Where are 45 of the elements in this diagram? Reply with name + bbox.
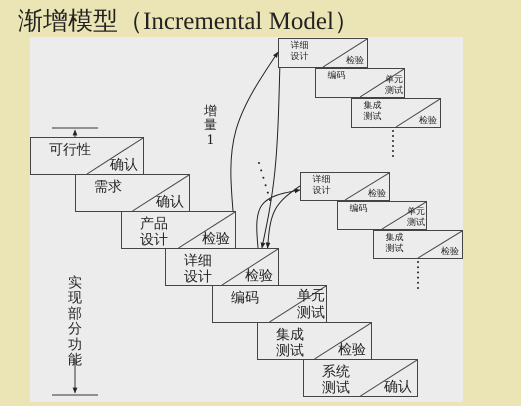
process-box <box>303 359 418 397</box>
check-step: 确认 <box>370 378 412 395</box>
check-step: 检验 <box>358 188 386 200</box>
process-box <box>337 201 427 230</box>
check-step: 检验 <box>324 342 366 358</box>
check-step: 检验 <box>336 56 364 66</box>
process-box <box>315 68 405 98</box>
process-box <box>300 172 390 201</box>
stage-name: 产品设计 <box>140 216 168 248</box>
stage-name: 编码 <box>328 71 347 82</box>
stage-name: 需求 <box>94 178 124 195</box>
arrow <box>230 52 278 212</box>
check-step: 单元测试 <box>297 288 325 321</box>
process-box <box>351 98 441 128</box>
arrow <box>266 185 300 249</box>
stage-name: 详细设计 <box>184 252 212 285</box>
check-step: 单元测试 <box>385 75 403 96</box>
stage-name: 编码 <box>231 290 260 306</box>
vertical-label: 增量1 <box>204 105 217 148</box>
title: 渐增模型（Incremental Model） <box>18 7 359 37</box>
arrow <box>256 188 301 248</box>
stage-name: 系统测试 <box>322 364 350 396</box>
stage-name: 可行性 <box>49 142 92 158</box>
check-step: 检验 <box>188 230 230 247</box>
process-box <box>165 248 279 286</box>
check-step: 检验 <box>432 246 459 258</box>
stage-name: 详细设计 <box>312 175 331 196</box>
check-step: 确认 <box>142 194 184 210</box>
check-step: 检验 <box>231 268 274 284</box>
stage-name: 集成测试 <box>276 326 304 359</box>
check-step: 确认 <box>96 156 138 173</box>
process-box <box>75 174 190 212</box>
process-box <box>212 285 327 323</box>
stage-name: 集成测试 <box>364 101 382 122</box>
process-box <box>257 322 372 360</box>
stage-name: 集成测试 <box>386 233 404 254</box>
process-box <box>30 137 144 175</box>
process-box <box>373 230 463 259</box>
stage-name: 详细设计 <box>290 41 309 62</box>
vertical-label: 实现部分功能 <box>68 276 82 368</box>
process-box <box>278 38 368 68</box>
check-step: 检验 <box>410 116 437 126</box>
arrow <box>260 68 280 249</box>
process-box <box>121 211 236 249</box>
stage-name: 编码 <box>350 204 369 215</box>
